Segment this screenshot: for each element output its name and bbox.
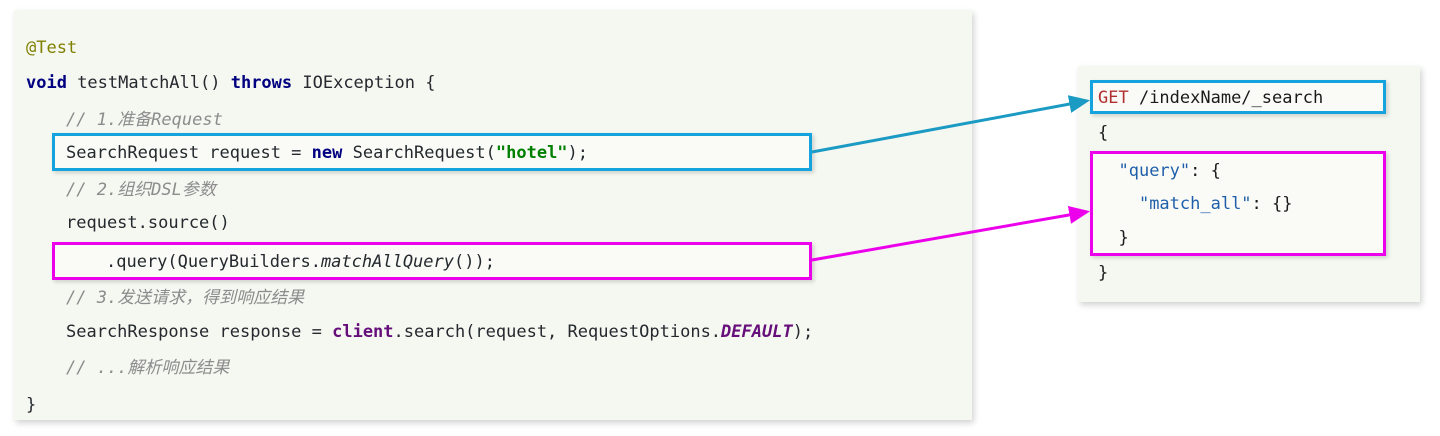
dsl-line-0: GET /indexName/_search — [1098, 88, 1323, 108]
dsl-line-3: "match_all": {} — [1098, 194, 1293, 214]
code-token — [1098, 161, 1118, 181]
code-token: DEFAULT — [721, 322, 793, 342]
dsl-line-4: } — [1098, 228, 1129, 248]
code-token: throws — [230, 73, 293, 93]
code-token: // ...解析响应结果 — [66, 358, 230, 378]
query-json-highlight — [1090, 151, 1386, 256]
code-line-6: .query(QueryBuilders.matchAllQuery()); — [14, 252, 495, 272]
code-token: @Test — [26, 38, 78, 58]
code-token: "hotel" — [495, 143, 568, 163]
code-token: matchAllQuery — [320, 252, 454, 272]
code-line-2: // 1.准备Request — [14, 110, 223, 130]
code-token: GET — [1098, 88, 1129, 108]
code-line-5: request.source() — [14, 213, 230, 233]
code-token: ); — [792, 322, 814, 342]
code-token: "match_all" — [1138, 194, 1252, 214]
dsl-line-1: { — [1098, 123, 1108, 143]
code-token: request.source() — [66, 213, 230, 233]
code-token: void — [26, 73, 67, 93]
code-token: } — [26, 395, 37, 415]
code-token: } — [1098, 263, 1109, 283]
code-line-10: } — [14, 395, 36, 415]
code-token: SearchResponse response = — [66, 322, 333, 342]
search-request-highlight — [52, 133, 812, 171]
code-line-3: SearchRequest request = new SearchReques… — [14, 143, 588, 163]
java-code-panel: @Test void testMatchAll() throws IOExcep… — [14, 10, 972, 420]
code-token: new — [311, 143, 343, 163]
code-token: client — [332, 322, 394, 342]
code-line-8: SearchResponse response = client.search(… — [14, 322, 813, 342]
code-token: : { — [1190, 161, 1221, 181]
code-token: /indexName/_search — [1128, 88, 1324, 108]
code-token — [1098, 194, 1139, 214]
code-token: "query" — [1118, 161, 1191, 181]
code-token: .query(QueryBuilders. — [106, 252, 321, 272]
code-line-7: // 3.发送请求，得到响应结果 — [14, 288, 304, 308]
code-token: // 3.发送请求，得到响应结果 — [66, 288, 305, 308]
code-token: .search(request, RequestOptions. — [393, 322, 722, 342]
code-line-0: @Test — [14, 38, 77, 58]
code-token: ); — [567, 143, 589, 163]
query-builder-highlight — [52, 242, 812, 280]
code-token: IOException { — [292, 73, 436, 93]
code-token: testMatchAll() — [66, 73, 231, 93]
code-line-9: // ...解析响应结果 — [14, 358, 229, 378]
code-line-4: // 2.组织DSL参数 — [14, 180, 216, 200]
code-line-1: void testMatchAll() throws IOException { — [14, 73, 435, 93]
code-token: // 2.组织DSL参数 — [66, 180, 216, 200]
code-token: SearchRequest request = — [66, 143, 312, 163]
dsl-line-5: } — [1098, 263, 1108, 283]
code-token: { — [1098, 123, 1109, 143]
dsl-request-panel: GET /indexName/_search { "query": { "mat… — [1078, 66, 1420, 302]
code-token: } — [1098, 228, 1129, 248]
code-token: // 1.准备Request — [66, 110, 223, 130]
code-token: SearchRequest( — [342, 143, 496, 163]
code-token: ()); — [454, 252, 495, 272]
code-token: : {} — [1251, 194, 1293, 214]
dsl-line-2: "query": { — [1098, 161, 1221, 181]
get-endpoint-highlight — [1090, 80, 1386, 114]
